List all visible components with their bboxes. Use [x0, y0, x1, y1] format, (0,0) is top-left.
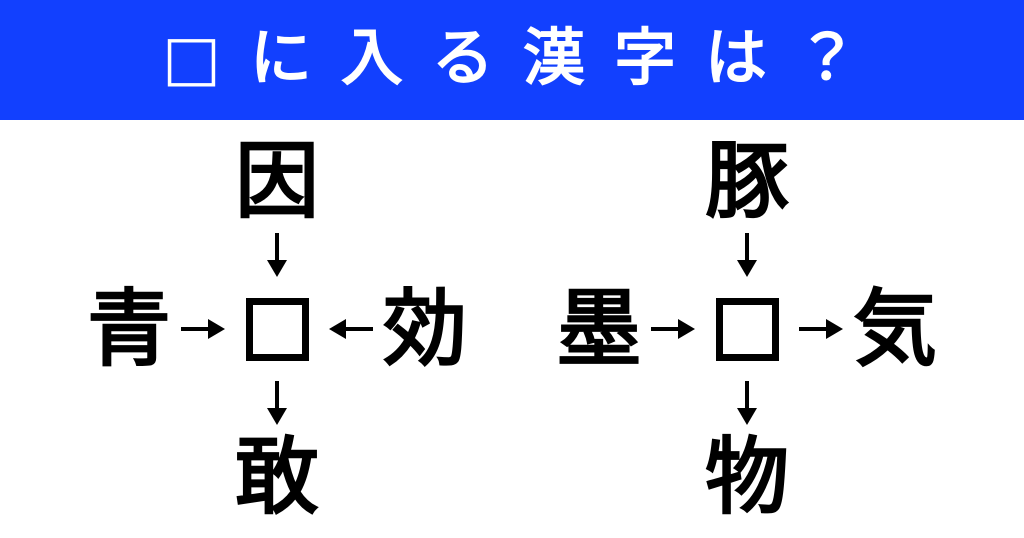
puzzle-right: 豚 墨	[512, 129, 982, 529]
blank-square-icon	[245, 297, 309, 361]
arrow-right-icon	[177, 303, 229, 355]
puzzle-right-left-kanji: 墨	[556, 280, 641, 378]
puzzle-left-bottom-kanji: 敢	[234, 428, 319, 526]
puzzle-container: 因 青	[0, 120, 1024, 538]
arrow-right-icon	[647, 303, 699, 355]
puzzle-right-grid: 豚 墨	[551, 133, 943, 525]
puzzle-left-grid: 因 青	[81, 133, 473, 525]
puzzle-left-top-kanji: 因	[234, 132, 319, 230]
arrow-down-icon	[251, 229, 303, 281]
header-banner: □ に 入 る 漢 字 は ？	[0, 0, 1024, 120]
arrow-left-icon	[325, 303, 377, 355]
puzzle-left-right-kanji: 効	[382, 280, 467, 378]
puzzle-right-center-blank[interactable]	[715, 297, 779, 361]
arrow-down-icon	[251, 377, 303, 429]
puzzle-right-top-kanji: 豚	[704, 132, 789, 230]
arrow-down-icon	[721, 229, 773, 281]
arrow-down-icon	[721, 377, 773, 429]
puzzle-left-center-blank[interactable]	[245, 297, 309, 361]
arrow-right-icon	[795, 303, 847, 355]
puzzle-right-bottom-kanji: 物	[704, 428, 789, 526]
puzzle-left: 因 青	[42, 129, 512, 529]
page-title: □ に 入 る 漢 字 は ？	[162, 21, 862, 94]
puzzle-right-right-kanji: 気	[852, 280, 937, 378]
puzzle-left-left-kanji: 青	[86, 280, 171, 378]
blank-square-icon	[715, 297, 779, 361]
